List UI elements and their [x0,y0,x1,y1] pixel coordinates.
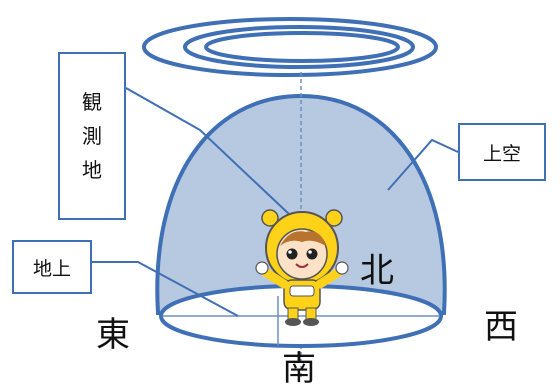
ground-callout: 地上 [12,240,92,294]
sky-label: 上空 [482,142,521,165]
direction-south: 南 [282,349,316,389]
sky-callout: 上空 [458,123,546,181]
sky-leader-line [387,138,459,191]
direction-north: 北 [360,251,394,291]
direction-east: 東 [96,315,130,355]
observer-char-3: 地 [82,158,102,182]
ground-label: 地上 [32,257,71,280]
halo-rings-icon [142,17,438,77]
direction-west: 西 [484,307,518,347]
mascot-character-icon [255,209,349,326]
observer-char-1: 観 [82,90,102,114]
observer-leader-line [125,87,291,216]
observer-char-2: 測 [82,124,102,148]
observer-callout: 観 測 地 [58,52,126,220]
ground-leader-line [92,261,239,317]
